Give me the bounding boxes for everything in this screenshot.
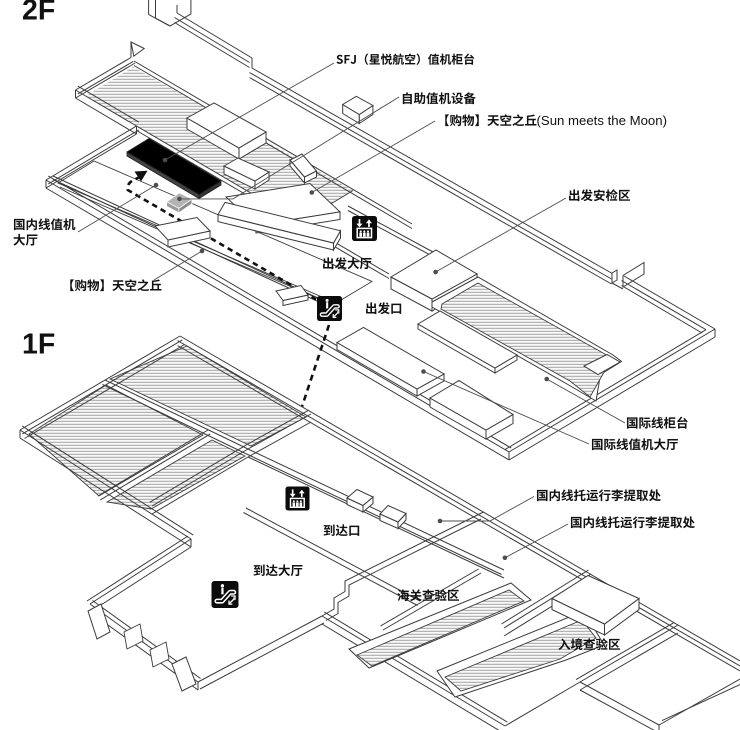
svg-text:2F: 2F (22, 0, 55, 27)
svg-text:(Sun meets the Moon): (Sun meets the Moon) (537, 113, 667, 128)
svg-text:1F: 1F (22, 329, 55, 361)
